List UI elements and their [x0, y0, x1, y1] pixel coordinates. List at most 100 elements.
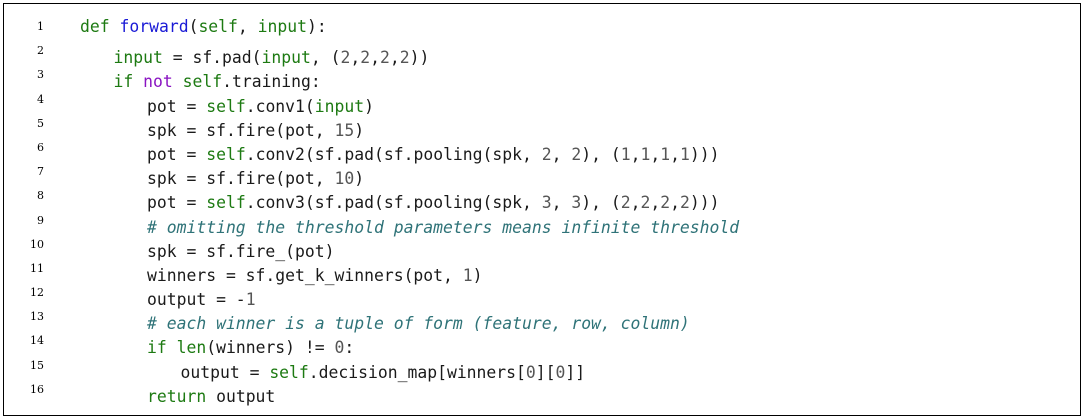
code-token-kw: if: [113, 72, 134, 92]
indent: [80, 378, 147, 402]
code-token: .decision_map[winners[: [308, 362, 526, 382]
indent: [80, 354, 181, 378]
code-token: ), (: [581, 193, 621, 213]
code-token-num: 10: [334, 169, 355, 189]
code-token: ,: [370, 48, 380, 68]
code-line: 15 output = self.decision_map[winners[0]…: [4, 354, 1080, 382]
indent: [80, 329, 147, 353]
code-token-kw: input: [113, 48, 163, 68]
code-text: spk = sf.fire(pot, 10): [80, 160, 364, 191]
code-token: ))): [689, 193, 720, 213]
code-line: 12 output = -1: [4, 281, 1080, 309]
code-token: (winners) !=: [206, 338, 335, 358]
code-text: pot = self.conv3(sf.pad(sf.pooling(spk, …: [80, 184, 719, 215]
code-line: 7 spk = sf.fire(pot, 10): [4, 160, 1080, 188]
indent: [80, 136, 147, 160]
code-token: ,: [630, 193, 641, 213]
indent: [80, 233, 147, 257]
code-text: pot = self.conv2(sf.pad(sf.pooling(spk, …: [80, 136, 719, 167]
line-number: 3: [37, 68, 44, 82]
code-token-num: 1: [245, 290, 256, 310]
code-token: ): [472, 266, 483, 286]
code-line: 14 if len(winners) != 0:: [4, 329, 1080, 357]
code-token: ,: [630, 145, 641, 165]
code-text: spk = sf.fire(pot, 15): [80, 112, 364, 143]
code-token-num: 2: [360, 48, 371, 68]
code-token: pot =: [147, 96, 207, 116]
code-token: .conv3(sf.pad(sf.pooling(spk,: [245, 193, 542, 213]
code-token: spk = sf.fire(pot,: [147, 169, 335, 189]
code-line: 16 return output: [4, 378, 1080, 406]
code-text: pot = self.conv1(input): [80, 88, 374, 119]
code-token-num: 2: [541, 145, 552, 165]
line-number: 12: [30, 286, 44, 300]
indent: [80, 63, 114, 87]
code-line: 9 # omitting the threshold parameters me…: [4, 209, 1080, 237]
code-token: ,: [551, 193, 572, 213]
code-token: ,: [237, 17, 258, 36]
code-line: 13 # each winner is a tuple of form (fea…: [4, 305, 1080, 333]
code-text: output = self.decision_map[winners[0][0]…: [80, 354, 586, 385]
indent: [80, 184, 147, 208]
code-token: = sf.pad(: [162, 48, 262, 68]
code-token-op: not: [143, 72, 173, 92]
code-token: spk = sf.fire_(pot): [147, 241, 335, 261]
code-token-kw: input: [257, 17, 308, 36]
line-number: 16: [30, 382, 44, 396]
code-token-num: 2: [399, 48, 410, 68]
code-token: ): [354, 169, 365, 189]
code-token: ):: [307, 17, 327, 36]
code-token-num: 1: [660, 145, 671, 165]
code-line: 2 input = sf.pad(input, (2,2,2,2)): [4, 39, 1080, 67]
code-token-num: 2: [379, 48, 390, 68]
code-token: , (: [310, 48, 341, 68]
code-token: ][: [535, 362, 556, 382]
code-token: :: [344, 338, 355, 358]
indent: [80, 257, 147, 281]
code-token: .conv2(sf.pad(sf.pooling(spk,: [245, 145, 542, 165]
indent: [80, 305, 147, 329]
code-line: 8 pot = self.conv3(sf.pad(sf.pooling(spk…: [4, 184, 1080, 212]
code-token: pot =: [147, 145, 207, 165]
code-token-num: 2: [571, 145, 582, 165]
line-number: 5: [37, 116, 44, 130]
code-token-num: 1: [462, 266, 473, 286]
code-token: ,: [551, 145, 572, 165]
code-token-num: 1: [679, 145, 690, 165]
line-number: 2: [37, 44, 44, 58]
code-token: ,: [670, 145, 680, 165]
code-line: 3 if not self.training:: [4, 63, 1080, 91]
indent: [80, 112, 147, 136]
code-token: ,: [670, 193, 680, 213]
code-token-kw: if: [147, 338, 167, 358]
code-token: ): [354, 120, 365, 140]
code-token: pot =: [147, 193, 207, 213]
code-token-num: 2: [620, 193, 631, 213]
code-token: ]]: [565, 362, 586, 382]
code-text: output = -1: [80, 281, 256, 312]
code-token-num: 0: [334, 338, 345, 358]
code-text: def forward(self, input):: [80, 15, 327, 39]
code-token-num: 3: [571, 193, 582, 213]
code-token: ): [364, 96, 374, 116]
line-number: 9: [37, 213, 44, 227]
code-token: ,: [350, 48, 361, 68]
code-text: if not self.training:: [80, 63, 321, 94]
indent: [80, 281, 147, 305]
code-token: ,: [650, 145, 661, 165]
code-text: return output: [80, 378, 275, 409]
code-token: ))): [689, 145, 720, 165]
code-text: spk = sf.fire_(pot): [80, 233, 335, 264]
code-token-kw: input: [261, 48, 311, 68]
code-text: if len(winners) != 0:: [80, 329, 354, 360]
code-token-self: self: [269, 362, 309, 382]
code-token: output: [206, 387, 276, 407]
code-token-self: self: [206, 145, 246, 165]
code-token-num: 2: [660, 193, 671, 213]
code-token: ,: [389, 48, 400, 68]
code-comment: # each winner is a tuple of form (featur…: [147, 314, 690, 334]
code-token-num: 2: [679, 193, 690, 213]
